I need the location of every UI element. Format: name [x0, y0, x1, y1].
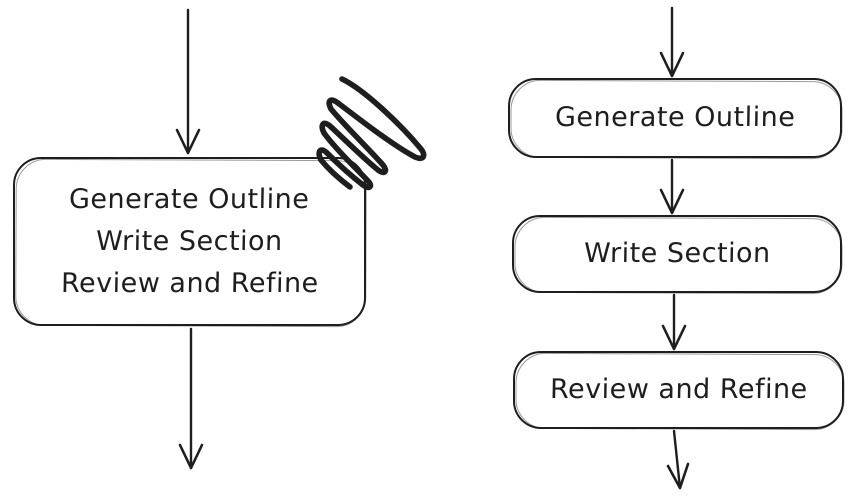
down-arrow-icon — [175, 8, 201, 155]
down-arrow-icon — [661, 293, 687, 351]
combined-box-line-2: Write Section — [95, 225, 284, 257]
down-arrow-icon — [178, 327, 204, 470]
combined-box-line-3: Review and Refine — [60, 267, 319, 299]
step-box-label: Generate Outline — [554, 102, 796, 133]
step-box-label: Write Section — [583, 238, 771, 269]
down-arrow-icon — [659, 6, 685, 78]
down-arrow-icon — [666, 429, 690, 490]
combined-steps-box: Generate Outline Write Section Review an… — [13, 157, 366, 326]
step-box-label: Review and Refine — [549, 374, 808, 405]
step-box-write-section: Write Section — [512, 215, 842, 293]
combined-box-line-1: Generate Outline — [69, 183, 310, 215]
down-arrow-icon — [659, 158, 685, 215]
step-box-generate-outline: Generate Outline — [508, 78, 842, 158]
step-box-review-and-refine: Review and Refine — [513, 351, 844, 429]
